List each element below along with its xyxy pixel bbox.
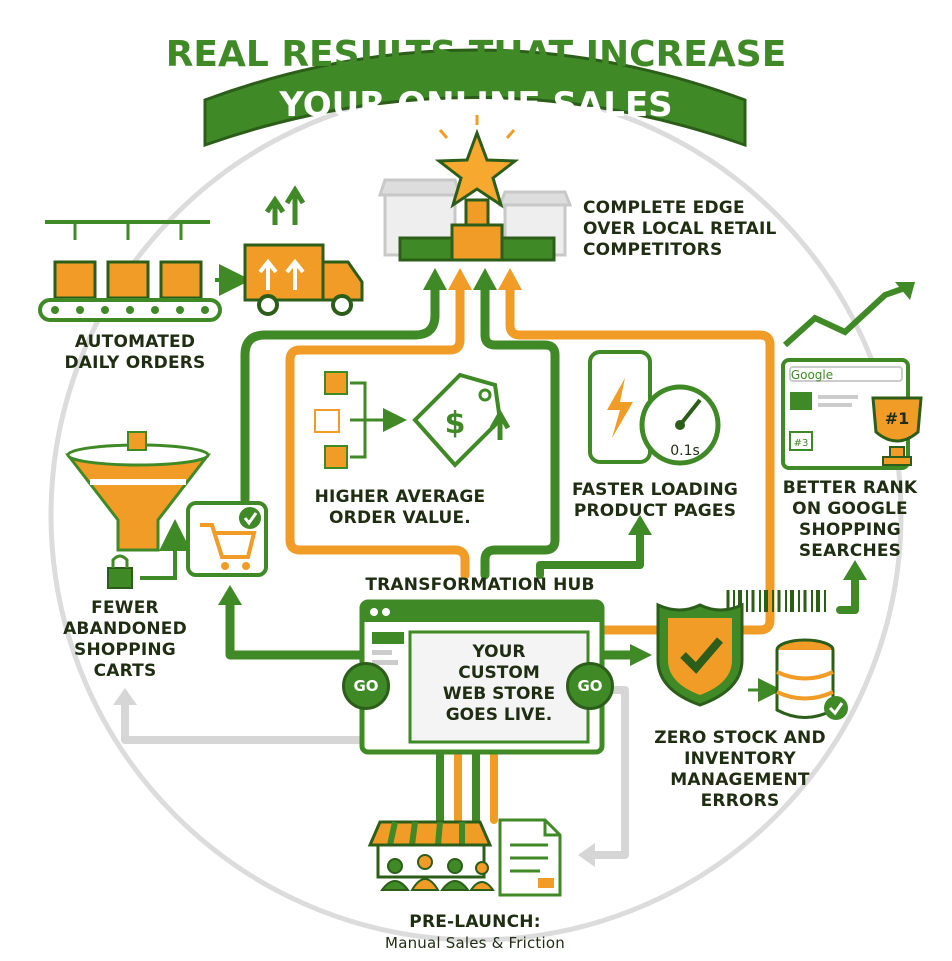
padlock-icon [107,519,191,589]
transformation-hub-window [359,599,605,755]
flow-line-order-value-orange [285,280,470,580]
flow-line-center-green [480,280,560,580]
carts-line-2: ABANDONED [63,619,187,639]
inventory-line-4: ERRORS [700,791,780,811]
prelaunch-subtitle: Manual Sales & Friction [385,934,565,952]
hub-line-1: YOUR [472,642,526,662]
speedometer-icon [639,384,721,466]
label-loading-speed: FASTER LOADING PRODUCT PAGES [560,480,750,522]
go-button-left[interactable]: GO [342,662,390,710]
inventory-line-3: MANAGEMENT [670,770,810,790]
prelaunch-title: PRE-LAUNCH: [409,912,541,932]
trophy-icon [871,396,923,466]
funnel-icon [64,431,212,552]
rank-badge: #1 [885,409,910,428]
inventory-line-2: INVENTORY [684,749,796,769]
rank-line-1: BETTER RANK [782,478,918,498]
price-symbol: $ [445,406,466,441]
flow-line-speed-orange [505,280,775,635]
arrowheads [113,268,867,867]
carts-line-4: CARTS [93,661,157,681]
phone-lightning-icon [588,350,652,464]
banner-line-1: REAL RESULTS THAT INCREASE [166,34,787,75]
carts-line-1: FEWER [91,598,159,618]
inventory-line-1: ZERO STOCK AND [654,728,826,748]
speed-reading: 0.1s [670,443,700,459]
label-prelaunch: PRE-LAUNCH: Manual Sales & Friction [340,912,610,954]
document-icon [498,818,562,897]
label-inventory: ZERO STOCK AND INVENTORY MANAGEMENT ERRO… [640,728,840,812]
automated-line-2: DAILY ORDERS [64,353,206,373]
database-icon [748,638,848,720]
label-abandoned-carts: FEWER ABANDONED SHOPPING CARTS [50,598,200,682]
speed-line-1: FASTER LOADING [571,480,739,500]
order-value-line-1: HIGHER AVERAGE [314,487,486,507]
order-value-line-2: ORDER VALUE. [329,508,471,528]
growth-chart-icon [782,282,915,348]
title-banner [203,48,747,148]
hub-line-3: WEB STORE [442,684,556,704]
speed-line-2: PRODUCT PAGES [573,501,737,521]
label-order-value: HIGHER AVERAGE ORDER VALUE. [300,487,500,529]
rank-line-3: SHOPPING [799,520,901,540]
edge-line-2: OVER LOCAL RETAIL [583,219,777,239]
delivery-truck-icon [243,185,364,316]
flow-line-left-green [225,595,370,660]
go-button-right[interactable]: GO [566,662,614,710]
flow-line-automation [240,280,440,505]
podium-icon [398,198,556,262]
edge-line-3: COMPETITORS [583,240,723,260]
label-competitive-edge: COMPLETE EDGE OVER LOCAL RETAIL COMPETIT… [583,198,823,261]
conveyor-boxes-icon [38,220,251,322]
rank-line-2: ON GOOGLE [792,499,908,519]
star-trophy-icon [434,115,520,209]
google-search-label: Google [791,368,833,382]
rank-line-4: SEARCHES [798,541,902,561]
flow-line-faster-loading [536,531,644,579]
google-results-icon [781,358,910,470]
hub-title: TRANSFORMATION HUB [365,575,595,595]
carts-line-3: SHOPPING [74,640,176,660]
label-google-rank: BETTER RANK ON GOOGLE SHOPPING SEARCHES [770,478,930,562]
hub-screen-text: YOUR CUSTOM WEB STORE GOES LIVE. [410,642,588,726]
automated-line-1: AUTOMATED [74,332,196,352]
shield-check-icon [656,602,744,707]
label-automated-orders: AUTOMATED DAILY ORDERS [40,332,230,374]
hub-line-2: CUSTOM [458,663,540,683]
price-tag-icon [314,371,511,469]
people-icon [380,854,495,891]
edge-line-1: COMPLETE EDGE [583,198,745,218]
flow-line-to-google [836,571,859,614]
shopping-cart-icon [186,501,268,577]
gray-return-left [121,696,369,744]
small-rank-label: #3 [794,438,809,449]
hub-line-4: GOES LIVE. [445,705,553,725]
